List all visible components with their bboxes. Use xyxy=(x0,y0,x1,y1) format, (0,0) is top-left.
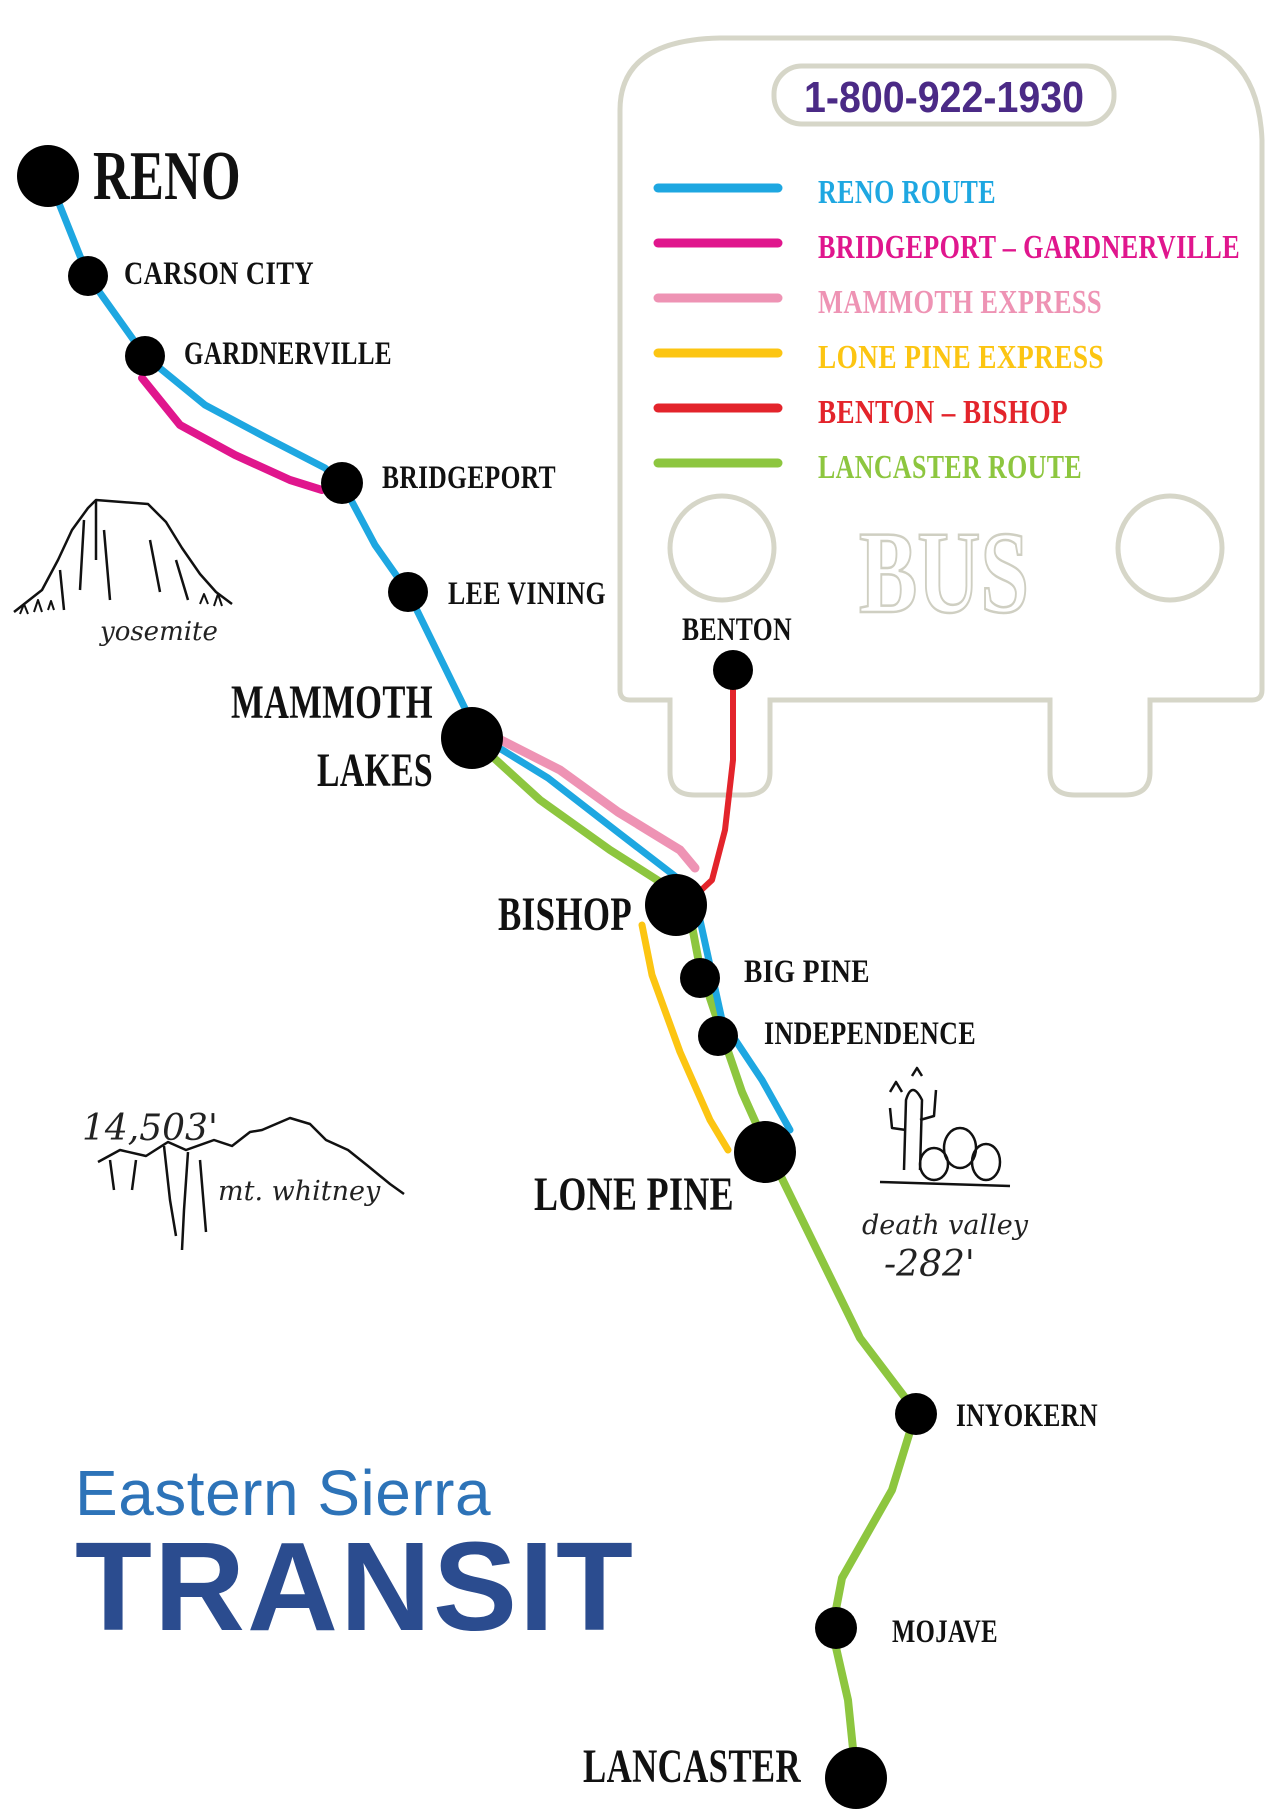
death-valley-cactus-sketch xyxy=(879,1066,1011,1188)
cactus-pad-icon xyxy=(970,1142,1002,1182)
brand-logo: Eastern Sierra TRANSIT xyxy=(75,1457,775,1657)
cactus-pad-icon xyxy=(918,1146,950,1182)
yosemite-half-dome-sketch xyxy=(13,498,233,615)
stop-label-lakes: LAKES xyxy=(317,744,433,797)
bus-word: BUS xyxy=(859,507,1029,638)
route-reno xyxy=(44,172,794,1134)
stop-benton[interactable] xyxy=(713,650,753,690)
legend-label-mammoth-express: MAMMOTH EXPRESS xyxy=(818,284,1102,321)
mountain-ridge-icon xyxy=(97,1116,405,1196)
stop-lee-vining[interactable] xyxy=(388,572,428,612)
mountain-cliff-icon xyxy=(108,1145,208,1251)
stop-lone-pine[interactable] xyxy=(734,1121,796,1183)
stop-lancaster[interactable] xyxy=(825,1747,887,1809)
stop-independence[interactable] xyxy=(698,1016,738,1056)
stop-big-pine[interactable] xyxy=(680,958,720,998)
bus-outline xyxy=(617,35,1265,798)
legend-label-lancaster: LANCASTER ROUTE xyxy=(818,449,1082,486)
bus-headlight-right xyxy=(1115,493,1225,603)
stop-label-inyokern: INYOKERN xyxy=(956,1398,1098,1434)
bus-body-outline xyxy=(617,35,1265,798)
stop-label-lee-vining: LEE VINING xyxy=(448,576,606,612)
mt-whitney-label: mt. whitney xyxy=(218,1176,381,1207)
cactus-ground-icon xyxy=(879,1180,1011,1188)
half-dome-face-icon xyxy=(58,500,190,611)
legend-label-benton-bishop: BENTON – BISHOP xyxy=(818,394,1068,431)
half-dome-trees-icon xyxy=(19,593,223,615)
route-lancaster xyxy=(468,734,920,1782)
stop-labels: RENO CARSON CITY GARDNERVILLE BRIDGEPORT… xyxy=(93,138,1098,1793)
stop-label-mojave: MOJAVE xyxy=(892,1614,998,1650)
legend-label-bridgeport-gardnerville: BRIDGEPORT – GARDNERVILLE xyxy=(818,229,1240,266)
bus-phone-panel xyxy=(771,63,1117,127)
half-dome-icon xyxy=(13,498,233,613)
route-benton-bishop xyxy=(677,667,736,913)
cactus-flower-icon xyxy=(888,1066,924,1093)
stop-carson-city[interactable] xyxy=(68,256,108,296)
stop-inyokern[interactable] xyxy=(895,1393,937,1435)
cactus-icon xyxy=(888,1088,938,1171)
stop-mammoth-lakes[interactable] xyxy=(441,707,503,769)
mt-whitney-elevation: 14,503' xyxy=(82,1108,218,1149)
stop-label-reno: RENO xyxy=(93,138,241,215)
legend-label-reno: RENO ROUTE xyxy=(818,174,996,211)
stop-mojave[interactable] xyxy=(815,1607,857,1649)
legend-label-lone-pine-express: LONE PINE EXPRESS xyxy=(818,339,1104,376)
legend: RENO ROUTE BRIDGEPORT – GARDNERVILLE MAM… xyxy=(653,174,1240,486)
stop-label-lone-pine: LONE PINE xyxy=(534,1168,734,1221)
stop-label-carson-city: CARSON CITY xyxy=(124,256,314,292)
stop-label-benton: BENTON xyxy=(682,612,792,648)
brand-line-eastern-sierra: Eastern Sierra xyxy=(75,1457,492,1529)
stop-label-lancaster: LANCASTER xyxy=(583,1740,802,1793)
stop-label-independence: INDEPENDENCE xyxy=(764,1016,976,1052)
stop-reno[interactable] xyxy=(17,145,79,207)
route-lone-pine-express xyxy=(638,921,732,1154)
stop-label-mammoth: MAMMOTH xyxy=(231,676,433,729)
death-valley-elevation: -282' xyxy=(884,1244,975,1285)
bus-headlight-left xyxy=(667,493,777,603)
phone-number: 1-800-922-1930 xyxy=(804,73,1084,122)
stop-label-gardnerville: GARDNERVILLE xyxy=(184,336,392,372)
brand-line-transit: TRANSIT xyxy=(75,1516,635,1657)
stops xyxy=(17,145,937,1809)
stop-label-big-pine: BIG PINE xyxy=(744,954,870,990)
death-valley-label: death valley xyxy=(862,1210,1029,1241)
mt-whitney-sketch xyxy=(97,1116,405,1251)
route-bridgeport-gardnerville xyxy=(138,374,326,494)
route-mammoth-express xyxy=(492,733,700,873)
stop-label-bridgeport: BRIDGEPORT xyxy=(382,460,556,496)
stop-gardnerville[interactable] xyxy=(125,336,165,376)
stop-label-bishop: BISHOP xyxy=(498,888,632,941)
stop-bridgeport[interactable] xyxy=(321,462,363,504)
stop-bishop[interactable] xyxy=(645,874,707,936)
yosemite-label: yosemite xyxy=(99,617,218,647)
